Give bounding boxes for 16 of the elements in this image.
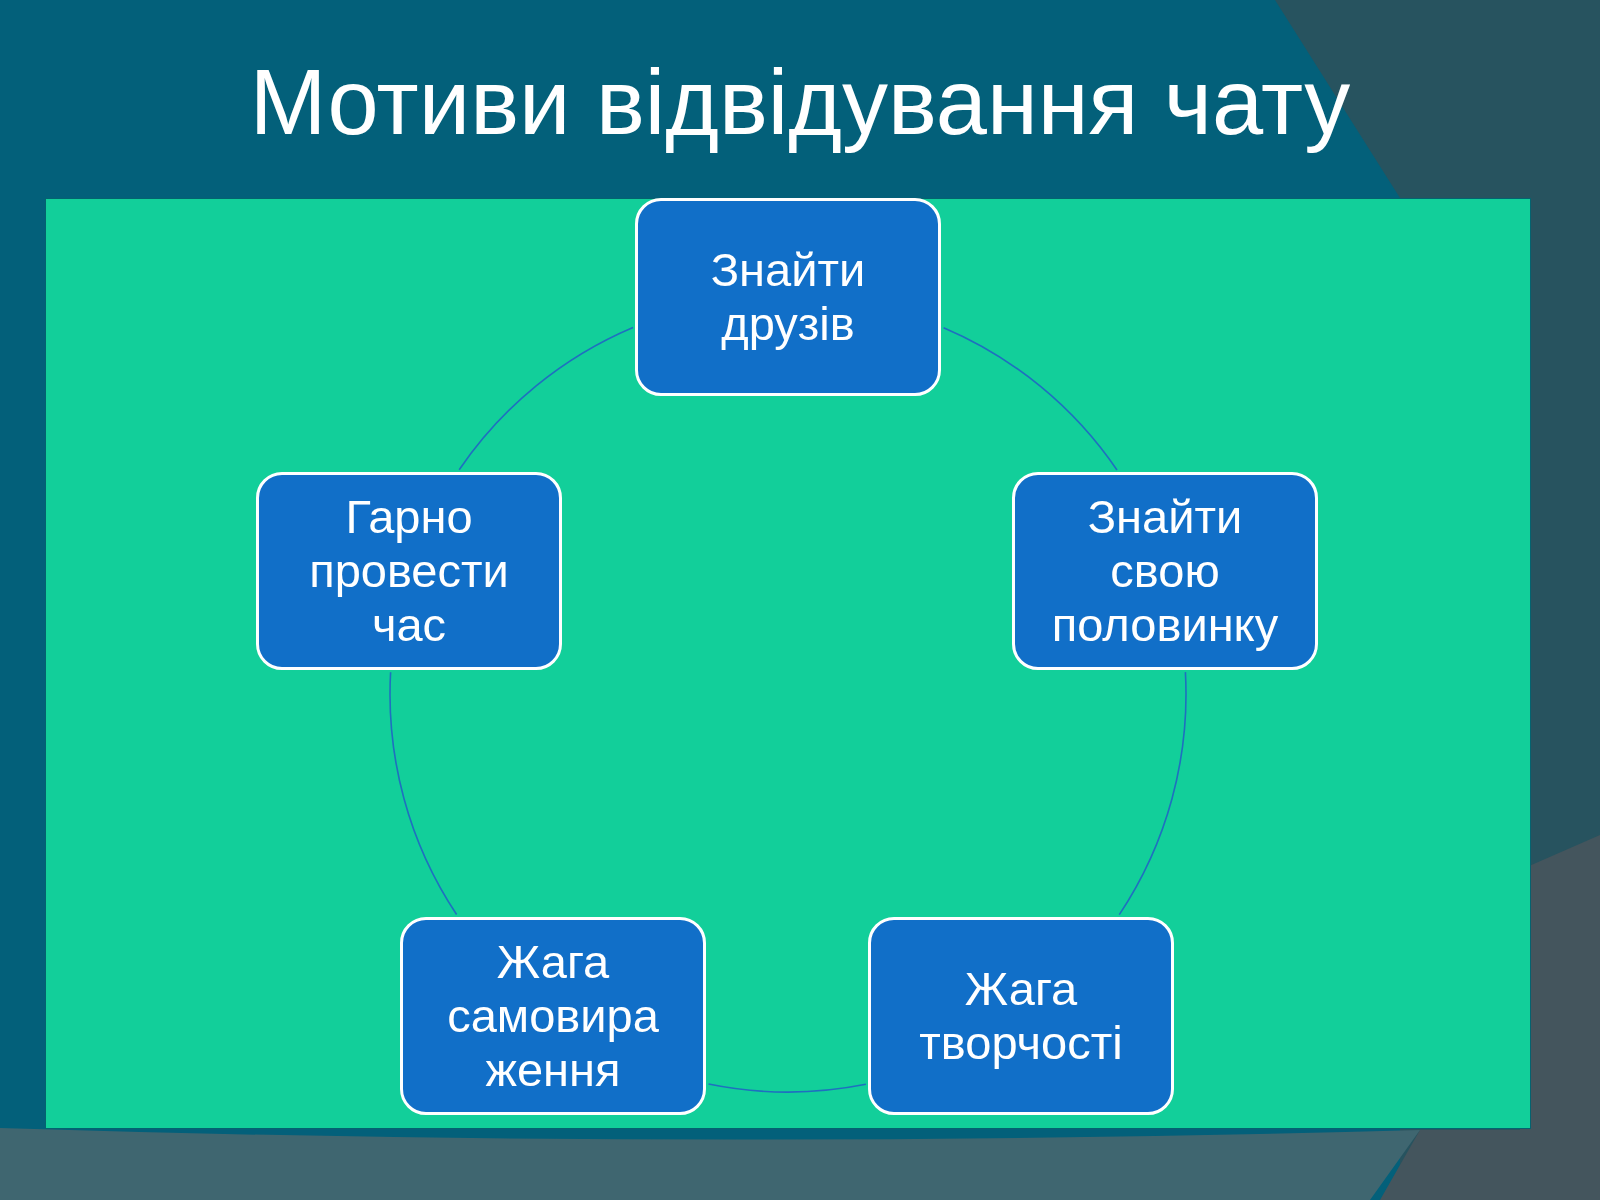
motive-box — [400, 917, 706, 1115]
box-label: Знайти свою половинку — [1050, 490, 1280, 652]
connector-arc — [707, 1083, 867, 1093]
connector-arc — [458, 326, 634, 471]
box-label: Гарно провести час — [308, 490, 510, 652]
connector-arc — [389, 671, 458, 916]
motive-box — [1012, 472, 1318, 670]
motive-box — [635, 198, 941, 396]
connector-arc — [942, 326, 1118, 471]
box-label: Знайти друзів — [709, 243, 867, 351]
box-label: Жага творчості — [918, 962, 1124, 1070]
slide-title: Мотиви відвідування чату — [248, 50, 1352, 154]
connector-arc — [1118, 671, 1187, 916]
motive-box — [868, 917, 1174, 1115]
box-label: Жага самовираження — [446, 935, 660, 1097]
motive-box — [256, 472, 562, 670]
